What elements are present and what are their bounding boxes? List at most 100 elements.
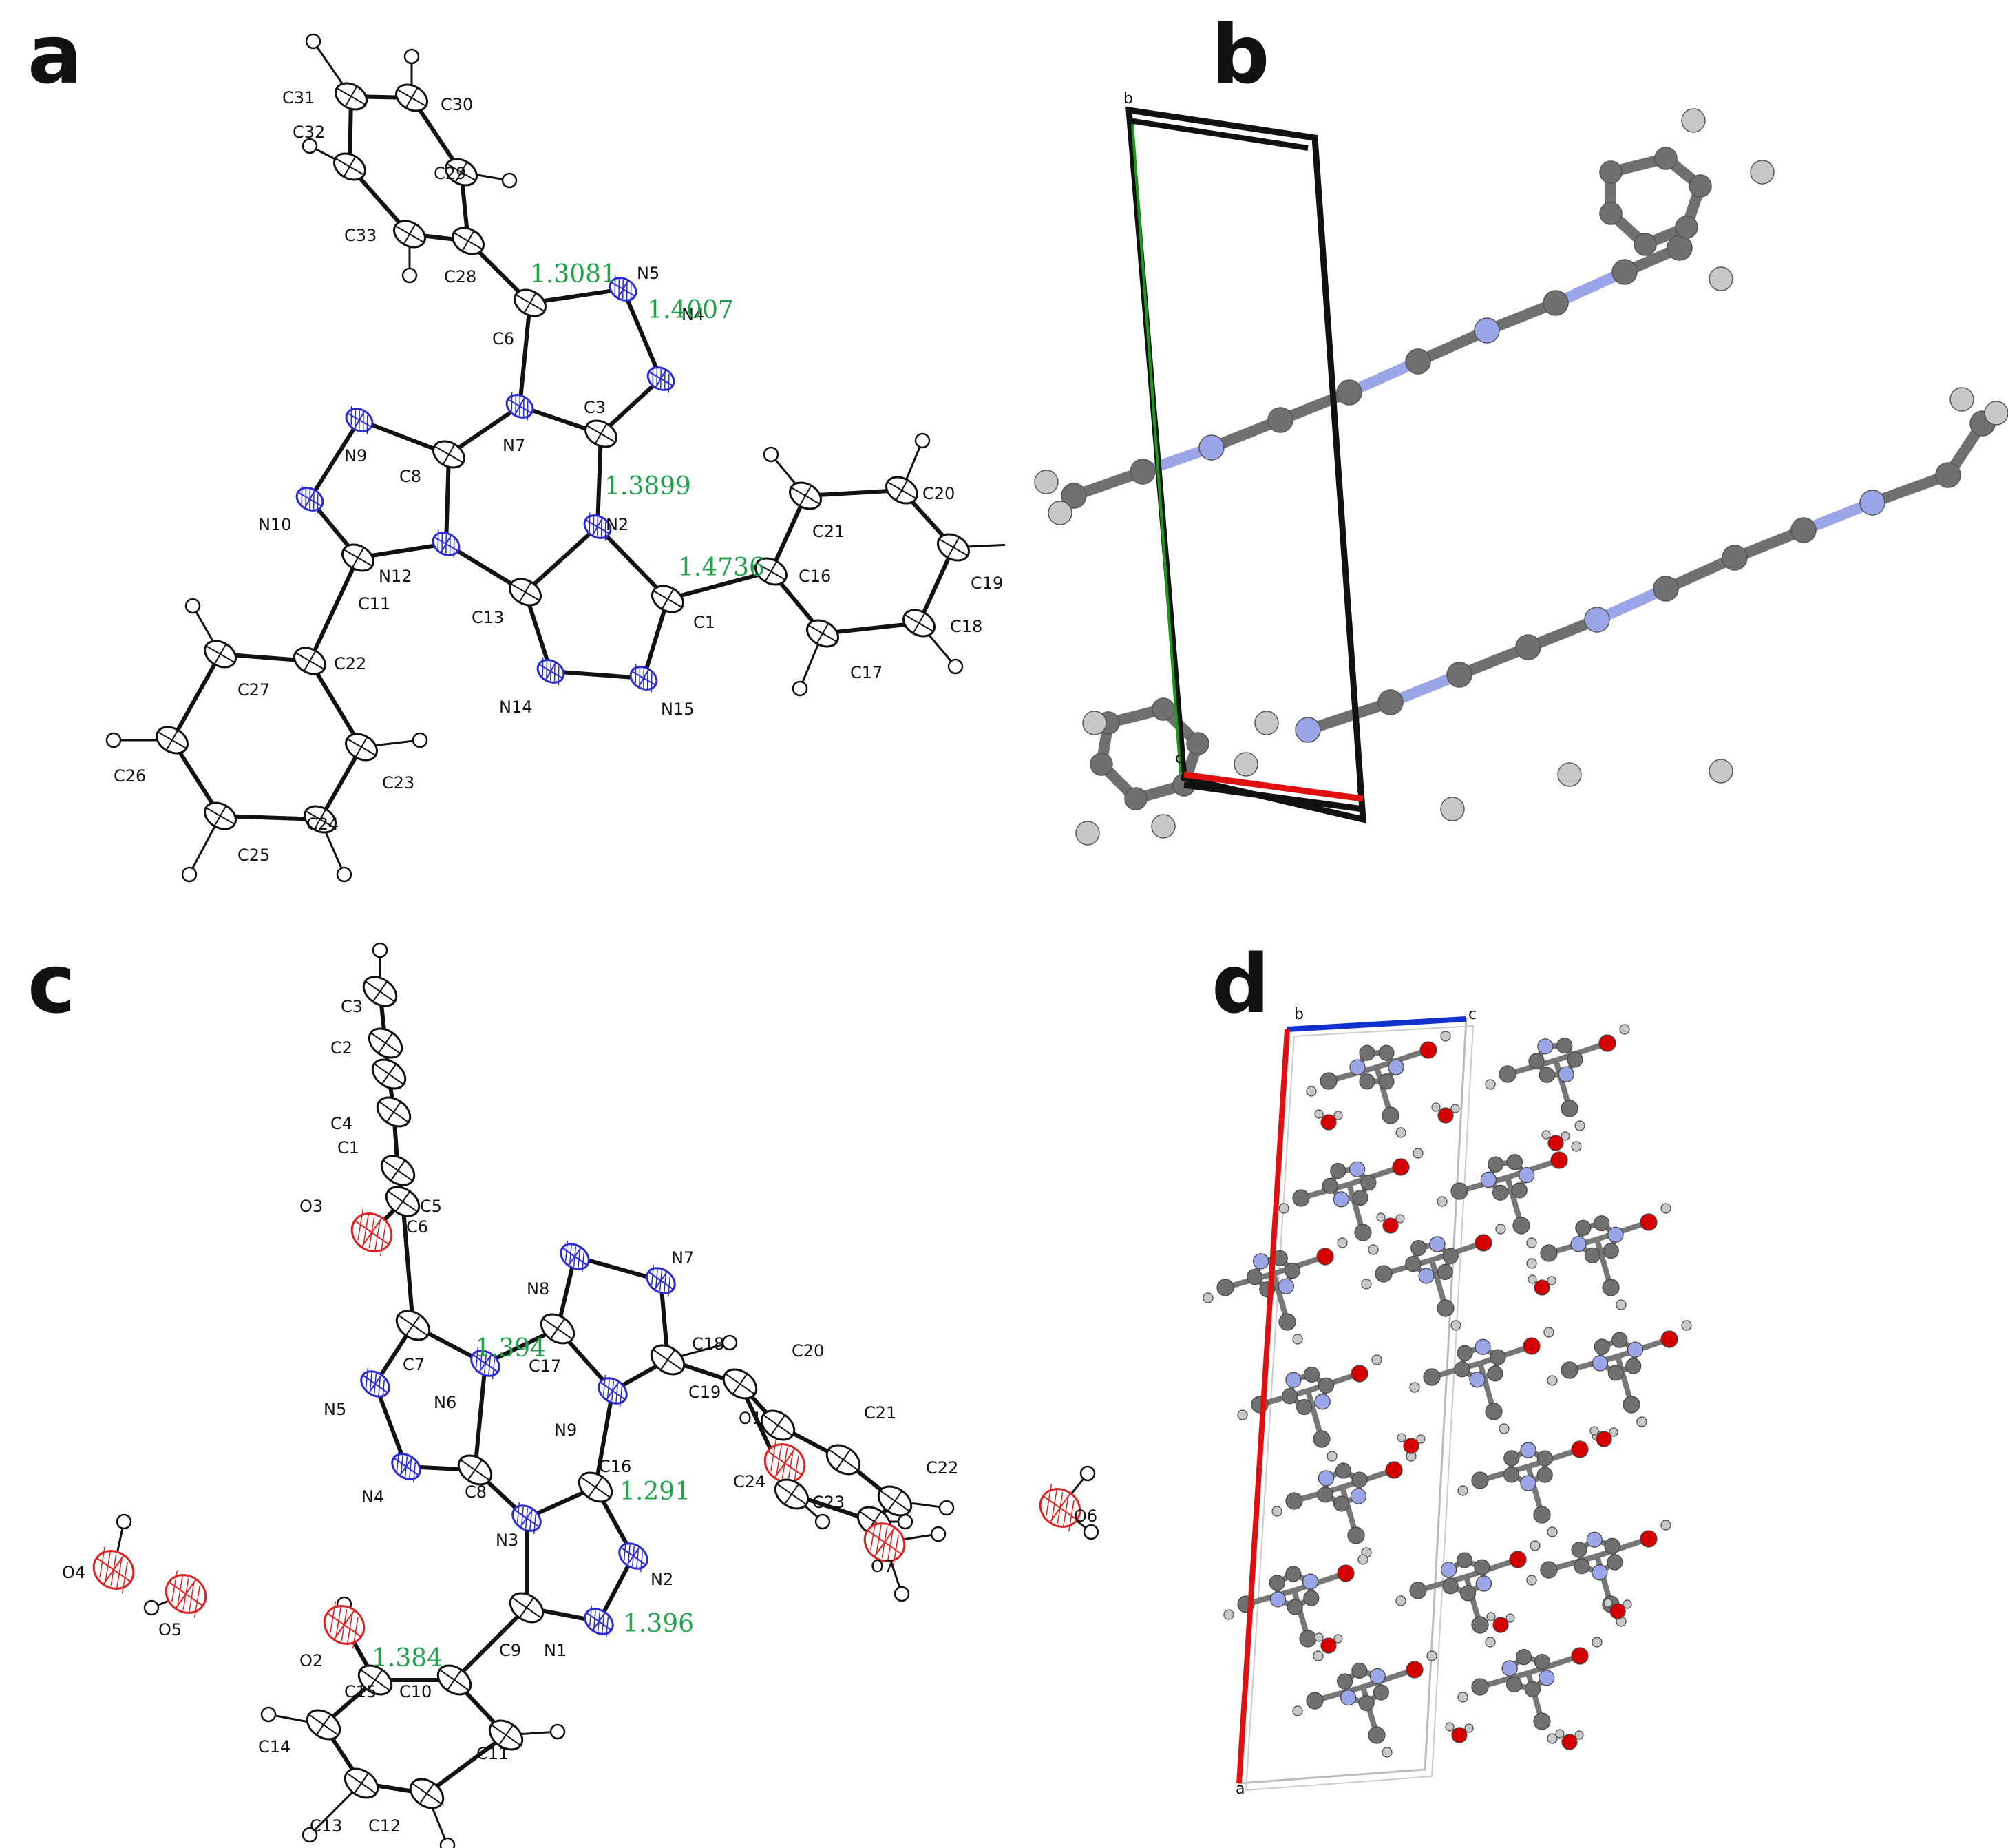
- oxygen-atom: [763, 1439, 806, 1487]
- packing-bond: [1305, 1371, 1362, 1394]
- packing-atom: [1303, 1366, 1320, 1383]
- packing-bond: [1346, 1164, 1404, 1187]
- packing-atom: [1634, 233, 1657, 256]
- carbon-atom: [380, 1155, 416, 1186]
- carbon-atom: [540, 1313, 575, 1345]
- nitrogen-atom: [470, 1347, 500, 1380]
- packing-bond: [1505, 1157, 1562, 1180]
- packing-atom: [1547, 1375, 1558, 1386]
- carbon-atom: [362, 976, 398, 1007]
- packing-atom: [1429, 1236, 1446, 1252]
- packing-atom: [1454, 1361, 1470, 1378]
- panel-letter-a: a: [28, 7, 83, 102]
- packing-atom: [1469, 1372, 1486, 1388]
- atom-label: C13: [310, 1816, 342, 1836]
- packing-atom: [1603, 1243, 1619, 1259]
- packing-atom: [1397, 1433, 1406, 1442]
- packing-atom: [1492, 1617, 1509, 1633]
- packing-atom: [1567, 1051, 1583, 1068]
- packing-atom: [1984, 401, 2008, 426]
- packing-atom: [1505, 1613, 1515, 1623]
- packing-atom: [1599, 160, 1623, 184]
- packing-atom: [1416, 1434, 1426, 1444]
- packing-atom: [1636, 1416, 1647, 1427]
- packing-bond: [1429, 1240, 1486, 1263]
- atom-label: C20: [792, 1341, 824, 1361]
- packing-atom: [1336, 1673, 1353, 1690]
- nitrogen-atom: [432, 529, 461, 558]
- atom-label: C25: [237, 846, 270, 865]
- atom-label: N5: [637, 264, 659, 283]
- oxygen-atom: [350, 1208, 393, 1257]
- packing-atom: [1471, 1471, 1489, 1489]
- packing-atom: [1295, 717, 1321, 743]
- carbon-atom: [722, 1368, 758, 1400]
- packing-atom: [1503, 1467, 1520, 1483]
- carbon-atom: [488, 1719, 524, 1751]
- packing-atom: [1406, 1661, 1424, 1679]
- packing-atom: [1378, 1073, 1395, 1090]
- nitrogen-atom: [584, 1605, 614, 1638]
- packing-bond: [1463, 1557, 1521, 1579]
- packing-atom: [1575, 1219, 1592, 1236]
- unit-cell-edge: [1183, 781, 1364, 812]
- carbon-atom: [385, 1186, 421, 1217]
- nitrogen-atom: [583, 512, 612, 541]
- packing-atom: [1509, 1551, 1527, 1568]
- bond: [401, 1199, 415, 1327]
- packing-atom: [1354, 1224, 1372, 1241]
- packing-atom: [1660, 1330, 1678, 1348]
- atom-label: C19: [971, 574, 1003, 593]
- packing-atom: [1034, 470, 1059, 494]
- packing-atom: [1561, 1734, 1578, 1750]
- packing-atom: [1536, 1467, 1553, 1483]
- bond: [170, 652, 222, 742]
- packing-atom: [1654, 147, 1678, 170]
- packing-atom: [1151, 814, 1176, 839]
- atom-label: C21: [864, 1403, 896, 1422]
- packing-atom: [1457, 1485, 1468, 1496]
- packing-atom: [1375, 1265, 1393, 1283]
- carbon-atom: [409, 1778, 445, 1809]
- packing-atom: [1318, 1470, 1335, 1487]
- packing-atom: [1405, 348, 1431, 375]
- packing-atom: [1395, 1214, 1405, 1224]
- packing-atom: [1515, 634, 1541, 660]
- packing-atom: [1547, 1733, 1558, 1744]
- hydrogen-atom: [412, 732, 428, 748]
- carbon-atom: [293, 647, 326, 675]
- atom-label: O2: [299, 1651, 323, 1670]
- bond: [444, 452, 451, 546]
- packing-atom: [1409, 1382, 1420, 1393]
- packing-atom: [1335, 1462, 1352, 1479]
- packing-atom: [1598, 1034, 1616, 1052]
- packing-atom: [1540, 1561, 1558, 1579]
- carbon-atom: [509, 578, 542, 607]
- packing-atom: [1681, 1320, 1692, 1331]
- packing-atom: [1437, 1299, 1455, 1317]
- packing-atom: [1503, 1450, 1520, 1467]
- packing-atom: [1475, 1338, 1491, 1355]
- atom-label: C8: [465, 1482, 487, 1502]
- atom-label: C18: [950, 617, 982, 636]
- packing-atom: [1349, 1161, 1366, 1177]
- packing-atom: [1475, 1575, 1492, 1592]
- bond: [473, 1361, 487, 1472]
- packing-atom: [1499, 1065, 1516, 1083]
- bond: [769, 494, 807, 574]
- packing-atom: [1550, 1151, 1568, 1169]
- packing-atom: [1474, 317, 1500, 344]
- packing-atom: [1287, 1599, 1303, 1615]
- packing-atom: [1623, 1599, 1632, 1609]
- bond: [666, 569, 773, 601]
- packing-atom: [1480, 1171, 1497, 1188]
- atom-label: O4: [62, 1563, 85, 1582]
- packing-atom: [1653, 576, 1679, 602]
- packing-atom: [1534, 1279, 1550, 1296]
- packing-bond: [1615, 1336, 1672, 1359]
- unit-cell-axis-a: [1183, 771, 1364, 802]
- hydrogen-atom: [814, 1513, 831, 1530]
- hydrogen-atom: [549, 1723, 566, 1740]
- axis-label-b: b: [1123, 90, 1133, 107]
- packing-atom: [1506, 1676, 1523, 1693]
